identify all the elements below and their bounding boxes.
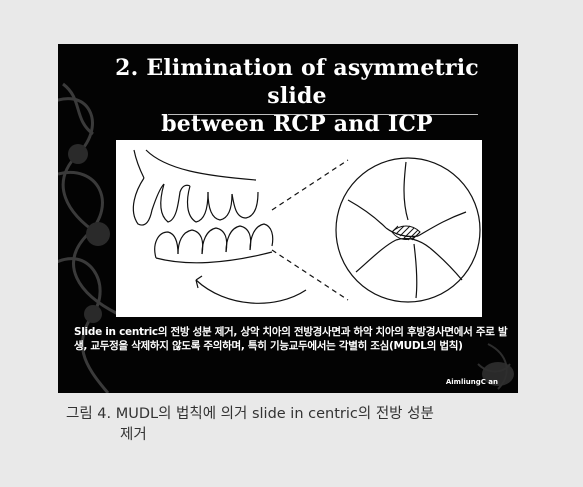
title-underline <box>168 114 478 115</box>
slide-title: 2. Elimination of asymmetric slide betwe… <box>82 54 512 138</box>
slide-caption: Slide in centric의 전방 성분 제거, 상악 치아의 전방경사면… <box>74 326 508 352</box>
presentation-slide: 2. Elimination of asymmetric slide betwe… <box>58 44 518 393</box>
figure-caption-line-1: 그림 4. MUDL의 법칙에 의거 slide in centric의 전방 … <box>66 406 434 422</box>
slide-title-line-1: 2. Elimination of asymmetric slide <box>115 55 479 109</box>
dental-occlusion-figure <box>116 140 482 317</box>
figure-caption-line-2: 제거 <box>120 427 147 443</box>
teeth-diagram-icon <box>132 149 481 304</box>
figure-caption: 그림 4. MUDL의 법칙에 의거 slide in centric의 전방 … <box>66 404 526 446</box>
slide-author: AimliungC an <box>445 378 498 386</box>
floral-ornament-icon <box>58 82 514 393</box>
slide-title-line-2: between RCP and ICP <box>161 111 433 137</box>
